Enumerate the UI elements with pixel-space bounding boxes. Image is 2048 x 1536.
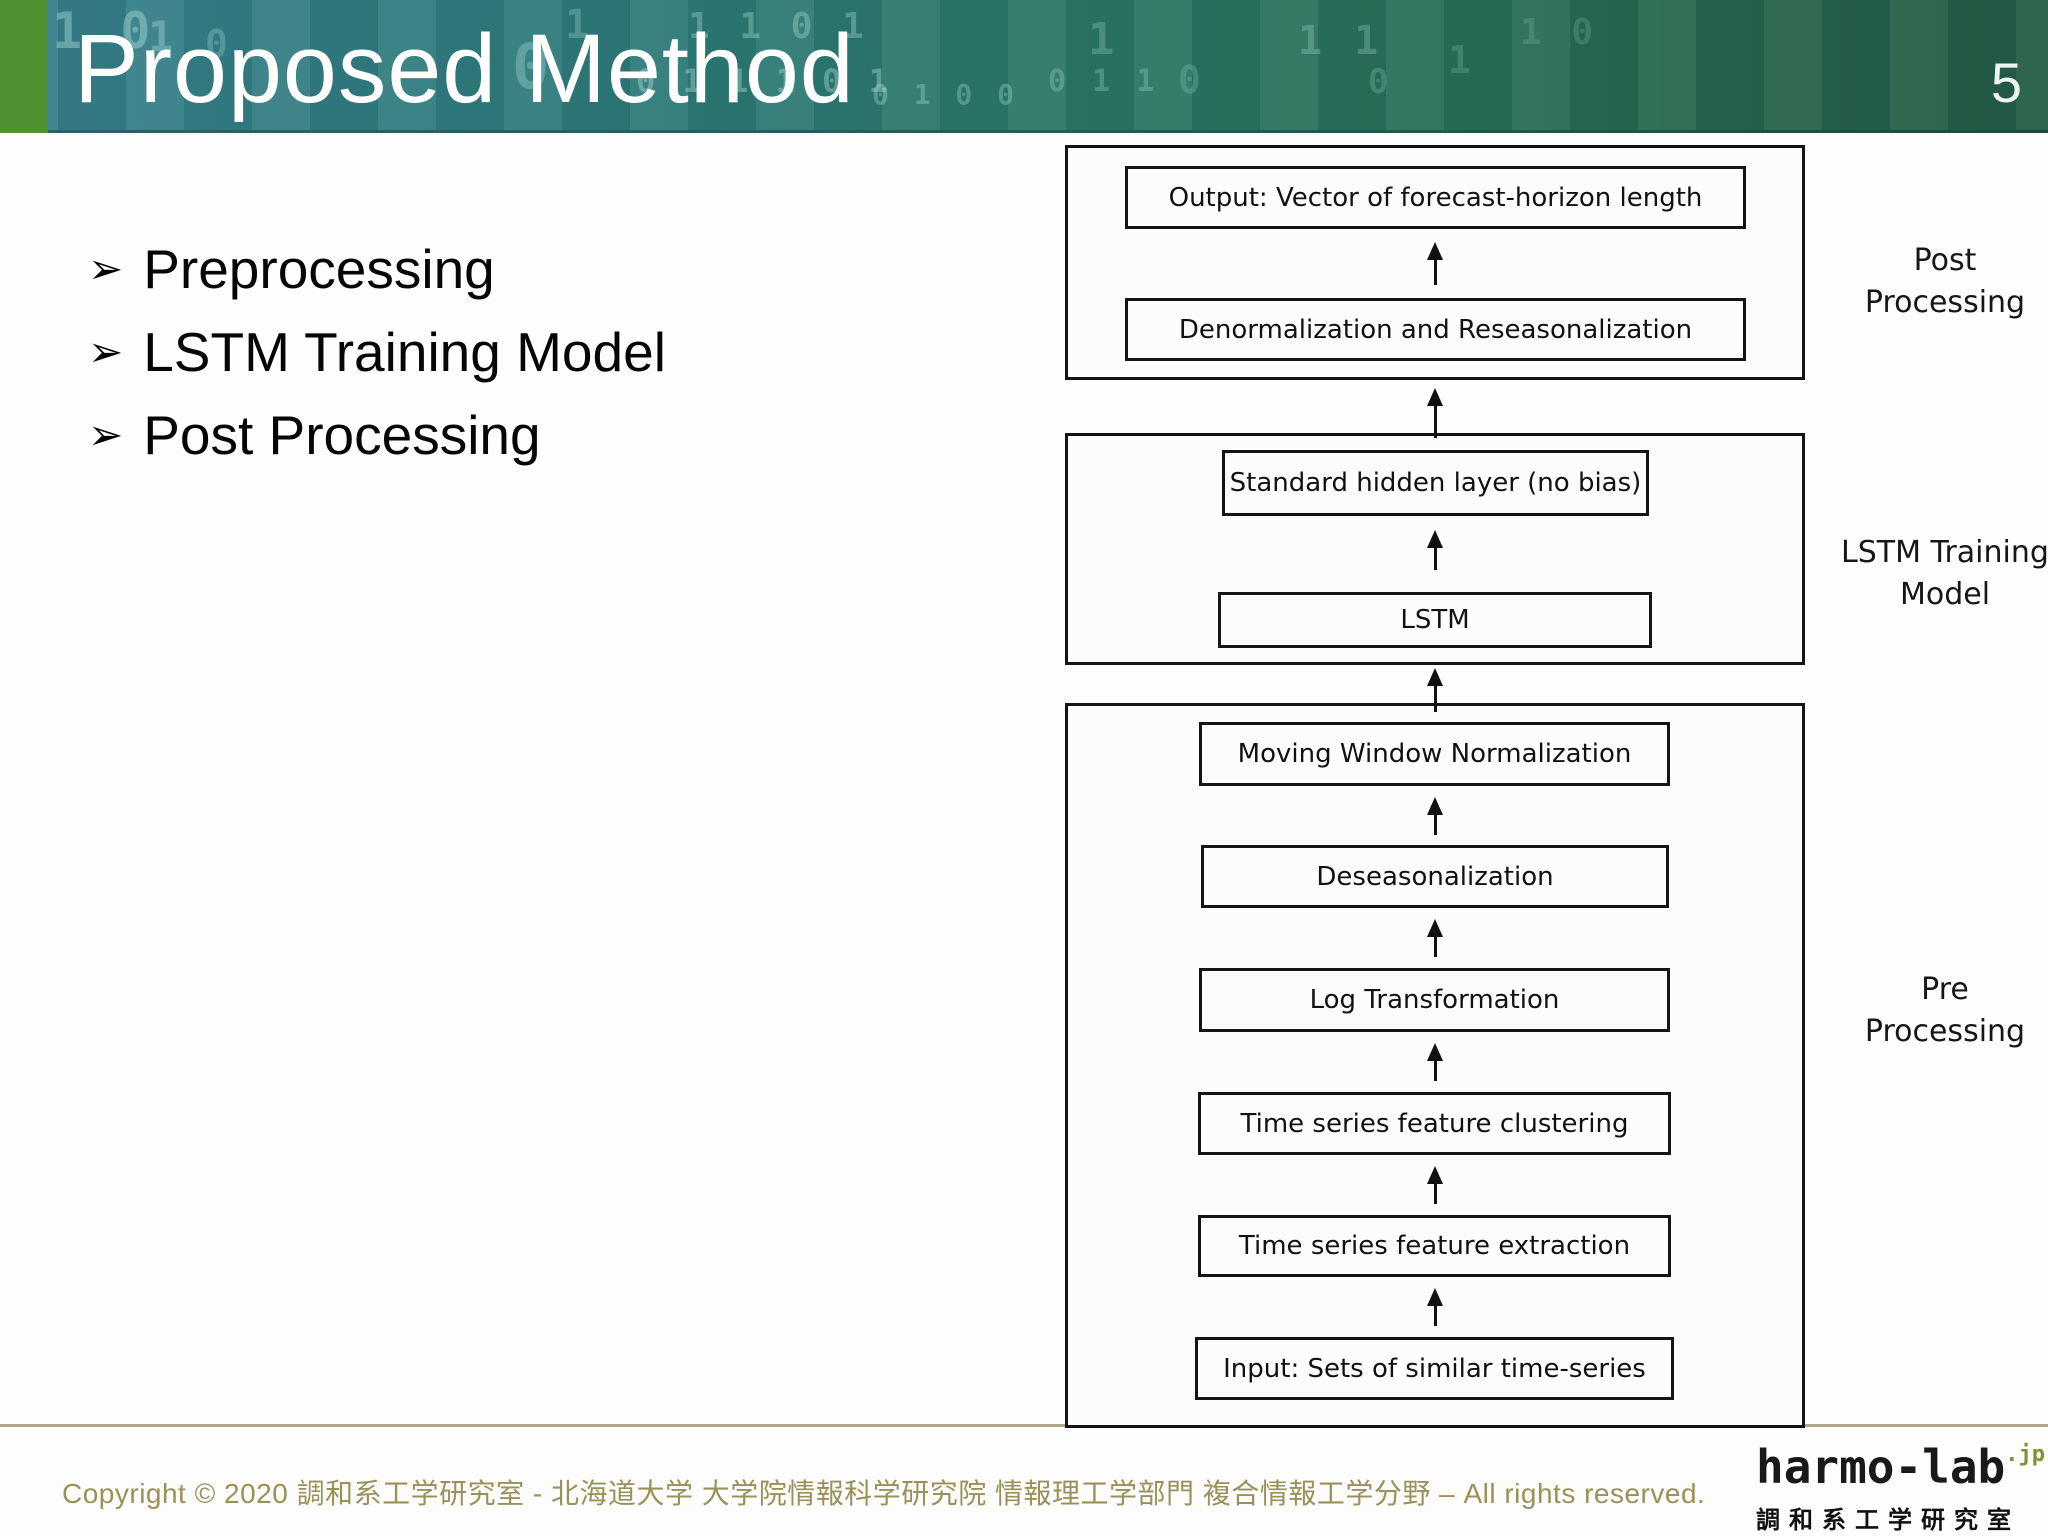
arrow-head (1427, 1166, 1443, 1184)
arrow-line (1433, 255, 1437, 285)
footer-divider (0, 1424, 2048, 1427)
bullet-item-label: Post Processing (143, 403, 541, 466)
up-arrow-icon (1427, 668, 1443, 712)
side-label-line: Processing (1864, 285, 2026, 320)
log-transformation-box: Log Transformation (1199, 968, 1670, 1032)
binary-digit: 0 1 1 (1048, 64, 1159, 99)
arrow-bullet-icon: ➢ (88, 327, 124, 375)
binary-digit: 0 1 1 1 0 1 (636, 62, 892, 100)
binary-digit: 1 (565, 2, 594, 48)
header-accent-bar (0, 0, 48, 133)
side-label-line: Processing (1864, 1014, 2026, 1049)
arrow-line (1433, 401, 1437, 438)
binary-digit: 0 (1368, 62, 1393, 102)
binary-digit: 1 1 0 1 (688, 6, 868, 47)
logo-text: harmo-lab (1756, 1440, 2006, 1494)
input-box: Input: Sets of similar time-series (1195, 1337, 1674, 1400)
moving-window-box: Moving Window Normalization (1199, 722, 1670, 786)
harmo-lab-logo: harmo-lab.jp 調和系工学研究室 (1756, 1440, 2045, 1535)
up-arrow-icon (1427, 1166, 1443, 1204)
up-arrow-icon (1427, 919, 1443, 957)
page-title: Proposed Method (74, 14, 855, 123)
arrow-line (1433, 1056, 1437, 1081)
up-arrow-icon (1427, 242, 1443, 285)
arrow-bullet-icon: ➢ (88, 244, 124, 292)
binary-digit: 0 (205, 22, 232, 66)
up-arrow-icon (1427, 1288, 1443, 1326)
arrow-head (1427, 668, 1443, 686)
arrow-head (1427, 530, 1443, 548)
logo-tld: .jp (2005, 1442, 2045, 1467)
up-arrow-icon (1427, 1043, 1443, 1081)
arrow-line (1433, 1301, 1437, 1326)
arrow-bullet-icon: ➢ (88, 410, 124, 458)
arrow-line (1433, 543, 1437, 570)
binary-digit: 1 0 (52, 2, 155, 60)
side-label-line: Post (1913, 243, 1977, 278)
arrow-head (1427, 797, 1443, 815)
bullet-item: ➢ Post Processing (88, 393, 666, 476)
side-label-line: Pre (1921, 972, 1969, 1007)
page-number: 5 (1990, 51, 2022, 114)
binary-digit: 1 (1088, 14, 1119, 65)
binary-digit: 0 (512, 30, 554, 103)
arrow-line (1433, 932, 1437, 957)
side-label-line: Model (1899, 577, 1991, 612)
deseasonalization-box: Deseasonalization (1201, 845, 1669, 908)
up-arrow-icon (1427, 530, 1443, 570)
output-box: Output: Vector of forecast-horizon lengt… (1125, 166, 1746, 229)
arrow-head (1427, 919, 1443, 937)
logo-subtitle: 調和系工学研究室 (1756, 1506, 2020, 1534)
arrow-head (1427, 242, 1443, 260)
logo-wordmark: harmo-lab.jp (1756, 1440, 2045, 1494)
feature-clustering-box: Time series feature clustering (1198, 1092, 1671, 1155)
arrow-head (1427, 1288, 1443, 1306)
binary-digit: 0 1 0 0 (872, 78, 1019, 111)
binary-digit: 1 1 (1298, 18, 1383, 64)
arrow-head (1427, 1043, 1443, 1061)
denormalization-box: Denormalization and Reseasonalization (1125, 298, 1746, 361)
arrow-head (1427, 388, 1443, 406)
up-arrow-icon (1427, 388, 1443, 438)
arrow-line (1433, 681, 1437, 712)
feature-extraction-box: Time series feature extraction (1198, 1215, 1671, 1277)
hidden-layer-box: Standard hidden layer (no bias) (1222, 450, 1649, 516)
binary-digit: 1 (1448, 38, 1475, 82)
header-stripe-pattern (0, 0, 2048, 130)
bullet-item-label: LSTM Training Model (143, 320, 666, 383)
binary-digit: 1 (148, 12, 178, 61)
side-label-line: LSTM Training (1841, 535, 2048, 570)
bullet-list: ➢ Preprocessing ➢ LSTM Training Model ➢ Post … (88, 227, 666, 476)
arrow-line (1433, 810, 1437, 835)
bullet-item: ➢ Preprocessing (88, 227, 666, 310)
bullet-item: ➢ LSTM Training Model (88, 310, 666, 393)
copyright-text: Copyright © 2020 調和系工学研究室 - 北海道大学 大学院情報科… (62, 1478, 1706, 1509)
bullet-item-label: Preprocessing (143, 237, 495, 300)
binary-digit: 1 0 (1520, 12, 1598, 53)
arrow-line (1433, 1179, 1437, 1204)
lstm-box: LSTM (1218, 592, 1652, 648)
binary-digit: 0 (1178, 58, 1205, 102)
up-arrow-icon (1427, 797, 1443, 835)
